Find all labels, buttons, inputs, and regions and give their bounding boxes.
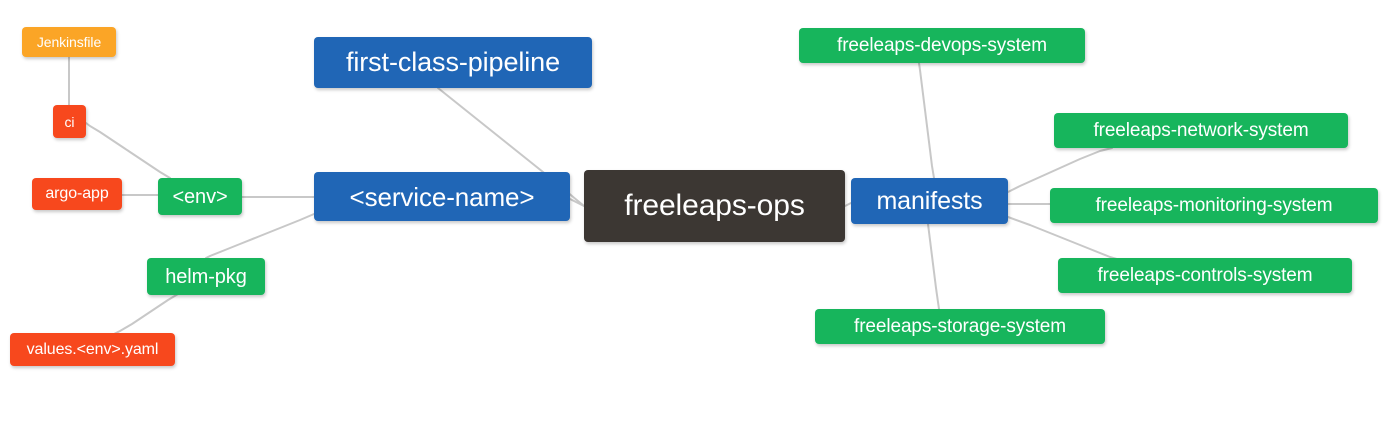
node-manifests[interactable]: manifests <box>851 178 1008 224</box>
node-values-yaml[interactable]: values.<env>.yaml <box>10 333 175 366</box>
node-monitoring-system[interactable]: freeleaps-monitoring-system <box>1050 188 1378 223</box>
edge-root-to-service_name <box>569 198 585 207</box>
node-first-class-pipeline[interactable]: first-class-pipeline <box>314 37 592 88</box>
edge-env-to-ci <box>85 122 171 179</box>
node-label: freeleaps-controls-system <box>1097 265 1313 286</box>
edge-service_name-to-helm_pkg <box>205 213 315 259</box>
node-label: freeleaps-devops-system <box>837 35 1047 56</box>
node-label: freeleaps-storage-system <box>854 316 1066 337</box>
node-jenkinsfile[interactable]: Jenkinsfile <box>22 27 116 57</box>
node-label: ci <box>64 113 75 130</box>
node-network-system[interactable]: freeleaps-network-system <box>1054 113 1348 148</box>
node-env[interactable]: <env> <box>158 178 242 215</box>
node-devops-system[interactable]: freeleaps-devops-system <box>799 28 1085 63</box>
node-ci[interactable]: ci <box>53 105 86 138</box>
edge-manifests-to-controls_system <box>1007 216 1121 261</box>
node-helm-pkg[interactable]: helm-pkg <box>147 258 265 295</box>
node-label: Jenkinsfile <box>36 34 102 50</box>
node-storage-system[interactable]: freeleaps-storage-system <box>815 309 1105 344</box>
node-label: <service-name> <box>349 181 535 212</box>
node-label: freeleaps-network-system <box>1093 120 1309 141</box>
node-root-freeleaps-ops[interactable]: freeleaps-ops <box>584 170 845 242</box>
node-controls-system[interactable]: freeleaps-controls-system <box>1058 258 1352 293</box>
node-label: freeleaps-monitoring-system <box>1095 195 1333 216</box>
node-label: argo-app <box>45 185 109 202</box>
node-label: helm-pkg <box>165 265 247 288</box>
node-service-name[interactable]: <service-name> <box>314 172 570 221</box>
edge-helm_pkg-to-values_yaml <box>111 293 179 336</box>
edge-manifests-to-storage_system <box>927 223 940 310</box>
node-label: first-class-pipeline <box>345 47 561 77</box>
node-argo-app[interactable]: argo-app <box>32 178 122 210</box>
node-label: <env> <box>172 185 228 208</box>
node-label: values.<env>.yaml <box>26 340 159 358</box>
node-label: manifests <box>876 186 983 215</box>
node-label: freeleaps-ops <box>624 189 805 222</box>
edge-manifests-to-devops_system <box>918 62 935 179</box>
edge-manifests-to-network_system <box>1007 147 1113 193</box>
